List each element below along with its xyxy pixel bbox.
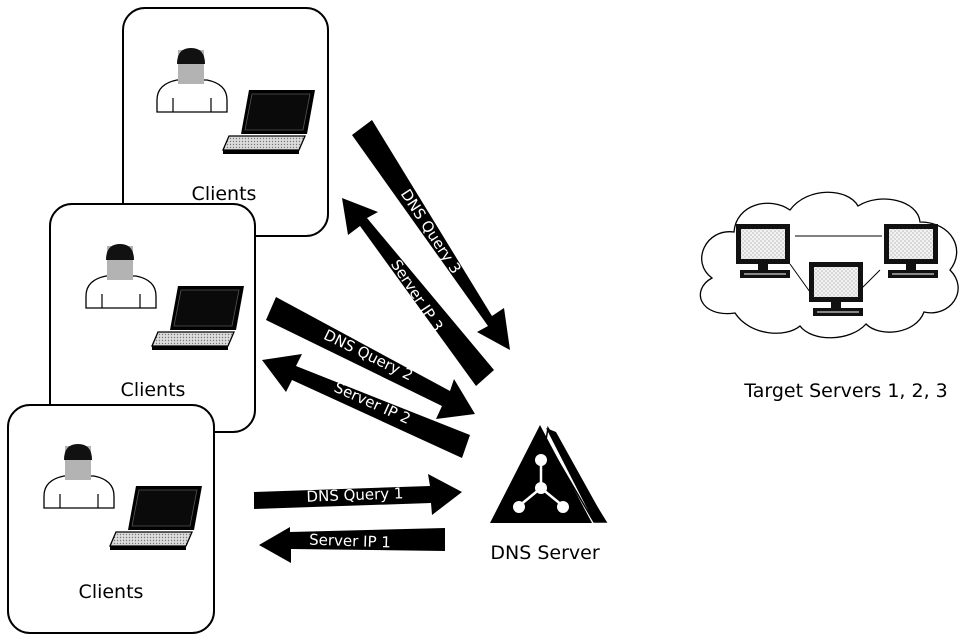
arrow-server-ip-1: Server IP 1: [259, 527, 445, 563]
target-servers-label: Target Servers 1, 2, 3: [743, 380, 948, 402]
arrow-server-ip-2: Server IP 2: [262, 354, 470, 458]
arrow-label: DNS Query 1: [306, 484, 404, 505]
dns-server-icon: [490, 425, 608, 523]
client-label: Clients: [79, 581, 144, 603]
client-card-3: Clients: [122, 7, 329, 237]
client-card-1: Clients: [7, 404, 215, 634]
client-label: Clients: [192, 183, 257, 205]
arrow-label: DNS Query 2: [321, 326, 416, 385]
client-label: Clients: [121, 379, 186, 401]
client-card-2: Clients: [49, 203, 256, 433]
arrow-label: Server IP 1: [309, 531, 391, 552]
arrow-label: Server IP 3: [387, 256, 447, 334]
arrow-dns-query-1: DNS Query 1: [254, 474, 462, 515]
dns-server-label: DNS Server: [490, 542, 599, 564]
target-servers-cloud: [699, 191, 959, 339]
